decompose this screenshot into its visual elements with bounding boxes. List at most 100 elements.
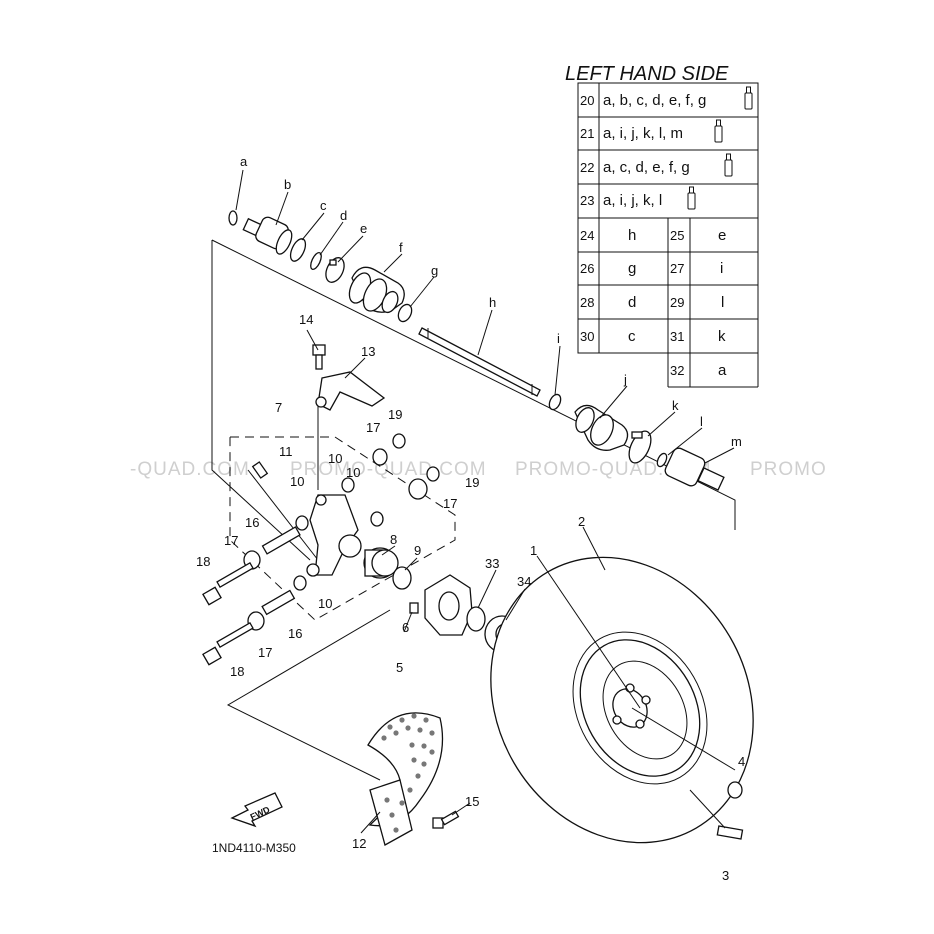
kit-number: 23 — [580, 193, 594, 208]
callout-8: 8 — [390, 532, 397, 547]
kit-number: 21 — [580, 126, 594, 141]
callout-19: 19 — [388, 407, 402, 422]
watermark: PROMO — [750, 459, 827, 480]
boot-f — [348, 266, 405, 314]
callout-34: 34 — [517, 574, 531, 589]
callout-1: 1 — [530, 543, 537, 558]
kit-row-22: 22 a, c, d, e, f, g — [580, 153, 733, 177]
band-g — [397, 303, 413, 323]
item-number: 28 — [580, 295, 594, 310]
grease-tube-icon — [687, 186, 696, 210]
item-number: 32 — [670, 363, 684, 378]
watermark: -QUAD.COM — [130, 459, 250, 480]
kit-row-20: 20 a, b, c, d, e, f, g — [580, 86, 753, 110]
pair-row-26-27: 26 g 27 i — [580, 260, 723, 277]
kit-parts: a, b, c, d, e, f, g — [603, 92, 706, 109]
parts-kit-table — [577, 82, 759, 388]
bolts-18 — [202, 562, 254, 666]
assembly-guide-lines — [211, 239, 736, 781]
item-letter: h — [628, 227, 636, 244]
circlip-a — [228, 210, 238, 226]
item-letter: g — [628, 260, 636, 277]
stud-6 — [409, 602, 419, 614]
callout-b: b — [284, 177, 291, 192]
kit-parts: a, i, j, k, l — [603, 192, 662, 209]
bearing-8 — [363, 547, 399, 579]
pair-row-30-31: 30 c 31 k — [580, 328, 726, 345]
grease-tube-icon — [724, 153, 733, 177]
forward-arrow-icon: FWD — [230, 792, 283, 828]
band-e — [325, 257, 345, 283]
callout-3: 3 — [722, 868, 729, 883]
bolt-14 — [312, 344, 326, 370]
band-k — [628, 430, 652, 464]
callout-33: 33 — [485, 556, 499, 571]
item-number: 25 — [670, 228, 684, 243]
callout-17: 17 — [366, 420, 380, 435]
kit-parts: a, c, d, e, f, g — [603, 159, 690, 176]
callout-10: 10 — [346, 465, 360, 480]
kit-number: 22 — [580, 160, 594, 175]
boot-j — [574, 404, 629, 451]
kit-parts: a, i, j, k, l, m — [603, 125, 683, 142]
item-letter: a — [718, 362, 727, 379]
grease-tube-icon — [744, 86, 753, 110]
callout-18: 18 — [196, 554, 210, 569]
cv-joint-m — [664, 447, 725, 491]
callout-10: 10 — [318, 596, 332, 611]
callout-17: 17 — [258, 645, 272, 660]
callout-a: a — [240, 154, 248, 169]
clip-i — [548, 393, 562, 411]
callout-6: 6 — [402, 620, 409, 635]
callout-19: 19 — [465, 475, 479, 490]
callout-18: 18 — [230, 664, 244, 679]
callout-15: 15 — [465, 794, 479, 809]
collars-16 — [261, 526, 301, 616]
item-letter: c — [628, 328, 636, 345]
wheel-nut-4 — [727, 781, 743, 799]
callout-c: c — [320, 198, 327, 213]
item-number: 27 — [670, 261, 684, 276]
pair-row-24-25: 24 h 25 e — [580, 227, 726, 244]
callout-14: 14 — [299, 312, 313, 327]
brake-disc-12 — [367, 712, 444, 846]
item-number: 30 — [580, 329, 594, 344]
callout-16: 16 — [288, 626, 302, 641]
callout-l: l — [700, 414, 703, 429]
callout-h: h — [489, 295, 496, 310]
item-letter: l — [721, 294, 724, 311]
callout-k: k — [672, 398, 679, 413]
leader-lines — [235, 169, 736, 834]
valve-3 — [716, 825, 744, 840]
callout-5: 5 — [396, 660, 403, 675]
watermark: PROMO-QUAD.COM — [290, 459, 487, 480]
callout-9: 9 — [414, 543, 421, 558]
kit-number: 20 — [580, 93, 594, 108]
kit-row-23: 23 a, i, j, k, l — [580, 186, 696, 210]
kit-row-21: 21 a, i, j, k, l, m — [580, 119, 723, 143]
callout-12: 12 — [352, 836, 366, 851]
callout-13: 13 — [361, 344, 375, 359]
bolt-15 — [432, 810, 460, 829]
callout-j: j — [623, 372, 627, 387]
callout-g: g — [431, 263, 438, 278]
item-number: 31 — [670, 329, 684, 344]
callout-7: 7 — [275, 400, 282, 415]
callout-17: 17 — [443, 496, 457, 511]
axle-shaft-h — [418, 327, 541, 397]
item-number: 24 — [580, 228, 594, 243]
clip-d — [310, 252, 322, 270]
assembly-dashed-box — [229, 436, 456, 621]
callout-4: 4 — [738, 754, 745, 769]
callout-10: 10 — [290, 474, 304, 489]
callout-17: 17 — [224, 533, 238, 548]
table-title: LEFT HAND SIDE — [565, 63, 729, 85]
item-letter: d — [628, 294, 636, 311]
diagram-code: 1ND4110-M350 — [212, 841, 296, 855]
circlip-9 — [392, 566, 412, 590]
callout-16: 16 — [245, 515, 259, 530]
knuckle-assembly — [306, 494, 362, 577]
bracket-13 — [315, 371, 386, 411]
washer-33 — [466, 606, 486, 632]
